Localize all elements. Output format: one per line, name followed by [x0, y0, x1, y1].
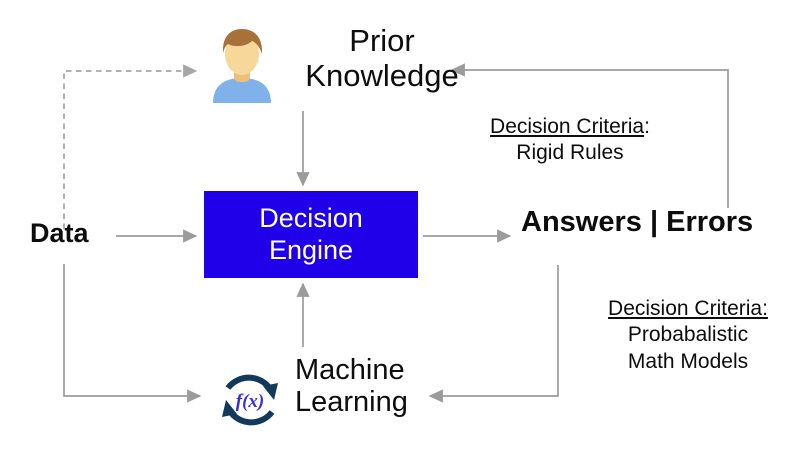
decision-criteria-rigid: Decision Criteria: Rigid Rules: [452, 114, 688, 167]
decision-engine-box[interactable]: Decision Engine: [204, 191, 418, 278]
edge-answers-to-prior-knowledge: [450, 63, 729, 208]
prior-knowledge-label: Prior Knowledge: [305, 23, 459, 93]
decision-criteria-rigid-body: Rigid Rules: [516, 141, 624, 165]
machine-learning-label: Machine Learning: [295, 354, 408, 419]
edge-data-to-machine-learning: [63, 264, 202, 403]
decision-engine-label: Decision Engine: [259, 203, 363, 265]
person-icon: [213, 29, 271, 103]
svg-text:f(x): f(x): [236, 391, 264, 412]
edge-data-to-prior-knowledge: [63, 64, 198, 229]
refresh-fx-icon: f(x): [222, 374, 278, 426]
decision-criteria-probabalistic-heading: Decision Criteria:: [608, 297, 768, 320]
data-label: Data: [30, 218, 89, 248]
decision-criteria-rigid-colon: :: [644, 115, 650, 138]
decision-criteria-probabalistic-body: Probabalistic Math Models: [627, 323, 749, 373]
decision-criteria-rigid-heading: Decision Criteria: [490, 115, 645, 138]
answers-errors-label: Answers | Errors: [521, 206, 754, 238]
decision-criteria-probabalistic: Decision Criteria: Probabalistic Math Mo…: [570, 296, 803, 375]
edge-answers-to-machine-learning: [428, 265, 559, 403]
